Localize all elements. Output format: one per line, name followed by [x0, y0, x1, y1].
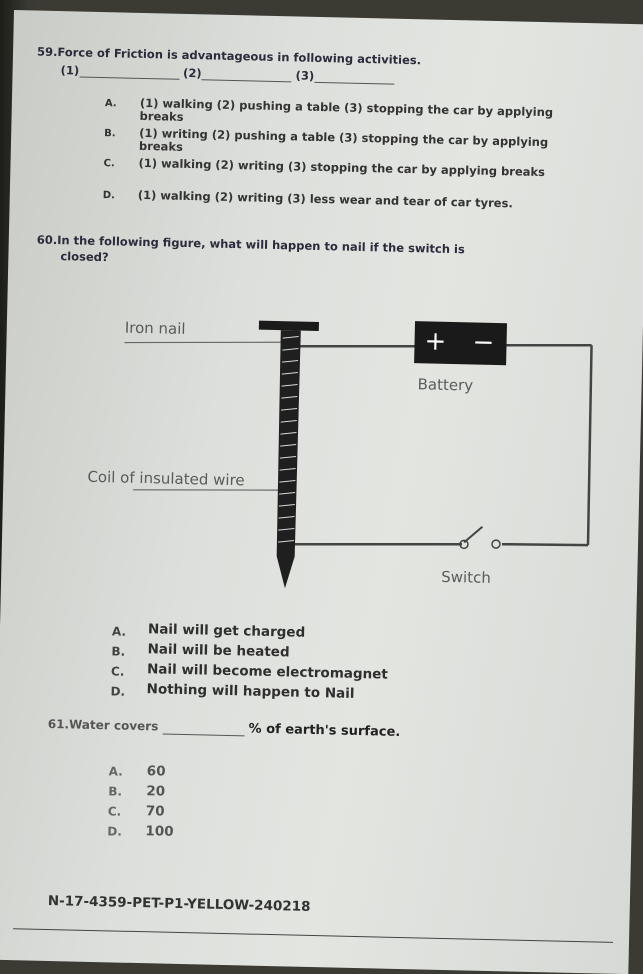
switch-contact-left [459, 539, 469, 550]
q60-option-a-letter: A. [111, 624, 127, 639]
q60-option-b-letter: B. [111, 644, 126, 659]
iron-nail [276, 330, 301, 589]
battery-label: Battery [417, 375, 474, 395]
page-bottom-rule [13, 928, 614, 943]
switch-label: Switch [441, 567, 492, 587]
q61-prefix: 61.Water covers [47, 716, 159, 734]
q61-option-b-letter: B. [108, 784, 123, 799]
q61-option-d-letter: D. [107, 824, 123, 839]
exam-page: 59.Force of Friction is advantageous in … [0, 10, 643, 974]
battery-minus-icon: − [472, 327, 495, 358]
nail-head [258, 320, 320, 331]
q60-option-c: Nail will become electromagnet [146, 661, 389, 683]
q61-option-d: 100 [145, 823, 174, 840]
q61-option-b: 20 [146, 783, 166, 800]
q61-option-c: 70 [145, 803, 165, 820]
switch-contact-right [491, 539, 501, 549]
q60-option-d: Nothing will happen to Nail [146, 681, 355, 702]
q60-option-d-letter: D. [110, 684, 126, 699]
q61-blank [162, 733, 245, 737]
q60-option-b: Nail will be heated [147, 641, 290, 661]
q60-option-c-letter: C. [110, 664, 125, 679]
coil-label: Coil of insulated wire [87, 467, 245, 490]
electromagnet-diagram [124, 320, 593, 589]
q61-option-c-letter: C. [107, 804, 122, 819]
q61-option-a-letter: A. [108, 764, 123, 779]
q60-option-a: Nail will get charged [147, 621, 306, 641]
battery [414, 321, 508, 366]
q61-option-a: 60 [146, 763, 166, 780]
q61-suffix: % of earth's surface. [248, 721, 401, 740]
paper-code-footer: N-17-4359-PET-P1-YELLOW-240218 [47, 892, 311, 915]
q61-question: 61.Water covers % of earth's surface. [48, 717, 401, 740]
battery-plus-icon: + [424, 326, 447, 357]
coil-windings [277, 336, 299, 543]
iron-nail-label: Iron nail [124, 318, 186, 338]
switch-lever [463, 525, 484, 544]
